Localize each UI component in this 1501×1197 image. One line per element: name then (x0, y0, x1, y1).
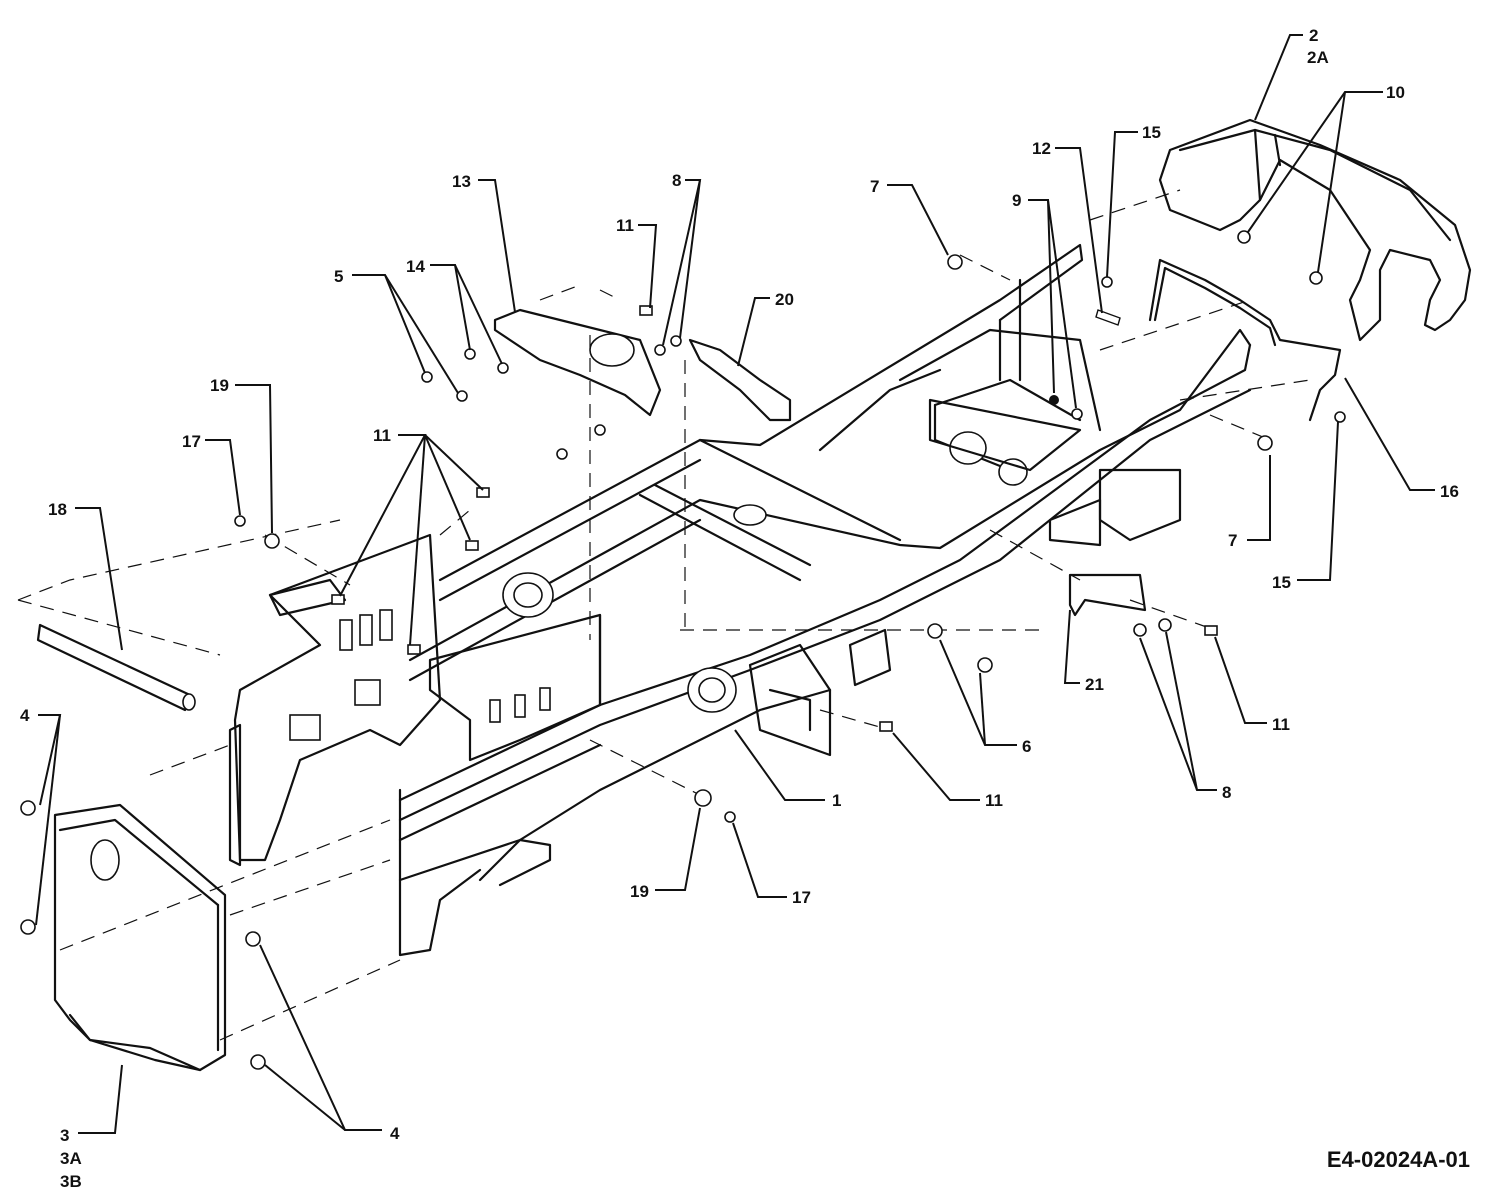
callout-4-bottom: 4 (390, 1124, 400, 1143)
callout-1: 1 (832, 791, 841, 810)
callout-10: 10 (1386, 83, 1405, 102)
callout-13: 13 (452, 172, 471, 191)
callout-7-top: 7 (870, 177, 879, 196)
callout-3a: 3A (60, 1149, 82, 1168)
callout-17-left: 17 (182, 432, 201, 451)
callout-12: 12 (1032, 139, 1051, 158)
callout-3b: 3B (60, 1172, 82, 1191)
callout-11-c: 11 (985, 791, 1003, 810)
callout-14: 14 (406, 257, 425, 276)
assembly-dashed-lines (17, 189, 1311, 1041)
callout-8-top: 8 (672, 171, 681, 190)
callout-15-right: 15 (1272, 573, 1291, 592)
rod-part (36, 623, 196, 712)
callout-18: 18 (48, 500, 67, 519)
callout-19-bottom: 19 (630, 882, 649, 901)
bumper (1158, 118, 1472, 342)
callout-15-top: 15 (1142, 123, 1161, 142)
callout-2: 2 (1309, 26, 1318, 45)
callout-19-left: 19 (210, 376, 229, 395)
callout-9: 9 (1012, 191, 1021, 210)
callout-3: 3 (60, 1126, 69, 1145)
front-plate (53, 803, 227, 1072)
callout-20: 20 (775, 290, 794, 309)
hardware (20, 230, 1346, 1070)
main-frame (398, 243, 1252, 957)
drawing-code: E4-02024A-01 (1327, 1147, 1470, 1172)
plate-part (493, 308, 662, 417)
bracket-part-21 (1068, 573, 1147, 617)
callout-labels: 1 2 2A 3 3A 3B 4 4 5 6 7 7 8 8 9 10 11 1… (20, 26, 1470, 1191)
callout-11-d: 11 (1272, 715, 1290, 734)
callout-17-bottom: 17 (792, 888, 811, 907)
bracket-part (688, 338, 792, 422)
callout-11-a: 11 (616, 216, 634, 235)
hitch-rod (1148, 258, 1342, 422)
callout-7-right: 7 (1228, 531, 1237, 550)
left-side-plate (228, 533, 442, 867)
callout-leaders (35, 34, 1435, 1134)
callout-11-b: 11 (373, 426, 391, 445)
callout-8-right: 8 (1222, 783, 1231, 802)
callout-21: 21 (1085, 675, 1104, 694)
callout-16: 16 (1440, 482, 1459, 501)
callout-6: 6 (1022, 737, 1031, 756)
callout-2a: 2A (1307, 48, 1329, 67)
callout-5: 5 (334, 267, 343, 286)
callout-4-left: 4 (20, 706, 30, 725)
